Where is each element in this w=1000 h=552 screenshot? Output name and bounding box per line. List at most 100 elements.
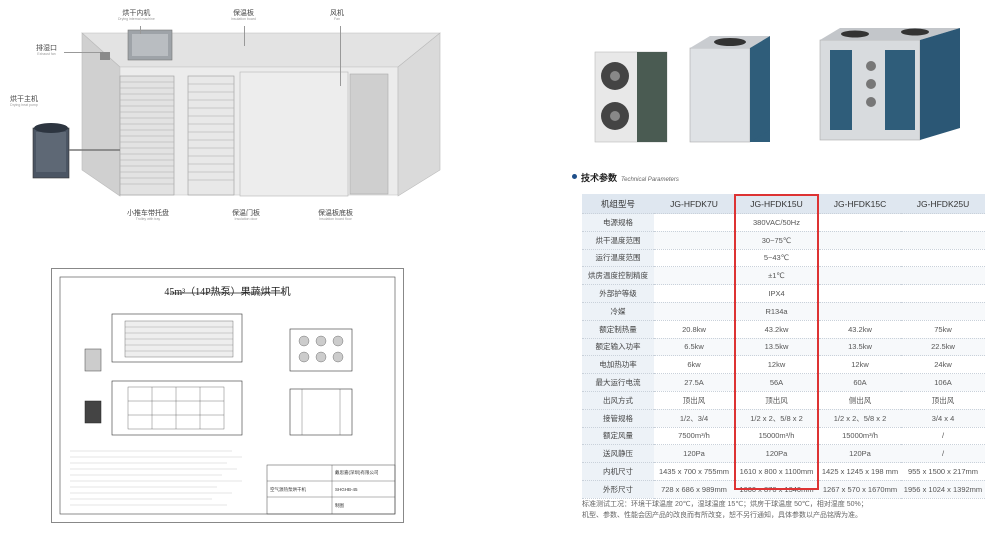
leader-line [140,26,141,34]
table-row: 出风方式顶出风顶出风侧出风顶出风 [582,391,985,410]
table-cell: 106A [901,373,985,392]
row-label: 额定制热量 [582,320,654,339]
table-cell [654,249,734,268]
table-cell: 1600 x 870 x 1340mm [734,480,819,499]
table-cell [901,249,985,268]
stamp-drawn: 制图 [335,502,344,509]
table-cell: ±1℃ [734,266,819,286]
table-cell: 728 x 686 x 989mm [654,480,734,499]
stamp-code: SHGHB-45 [335,487,358,492]
header-cell: JG-HFDK15C [819,194,901,214]
table-cell [654,266,734,286]
row-label: 电源规格 [582,213,654,232]
drawing-lines: 戴思嘉(深圳)有限公司 空气源热泵烘干机 SHGHB-45 制图 [59,276,396,515]
header-cell: JG-HFDK15U [734,194,819,214]
table-cell: 1267 x 570 x 1670mm [819,480,901,499]
row-label: 烘干温度范围 [582,231,654,250]
drying-room-render [32,29,441,197]
table-header-row: 机组型号 JG-HFDK7U JG-HFDK15U JG-HFDK15C JG-… [582,194,985,214]
footnote-line: 标准测试工况：环境干球温度 20℃，湿球温度 15℃；烘房干球温度 50℃，相对… [582,501,868,508]
table-cell: 5~43℃ [734,249,819,268]
product-unit-7u [594,51,668,143]
product-unit-25u [819,28,960,141]
table-cell: 1610 x 800 x 1100mm [734,462,819,481]
drying-room-illustration [0,0,470,240]
row-label: 冷媒 [582,302,654,321]
header-cell: JG-HFDK25U [901,194,985,214]
stamp-product: 空气源热泵烘干机 [270,486,306,493]
table-cell [654,213,734,232]
table-cell: 120Pa [819,444,901,464]
table-cell: 顶出风 [901,391,985,410]
table-cell: 1/2 x 2、5/8 x 2 [734,409,819,428]
table-cell: 955 x 1500 x 217mm [901,462,985,481]
row-label: 最大运行电流 [582,373,654,392]
table-cell: 13.5kw [819,338,901,357]
table-cell: 43.2kw [819,320,901,339]
table-cell: 30~75℃ [734,231,819,250]
table-cell [654,302,734,321]
row-label: 出风方式 [582,391,654,410]
row-label: 额定输入功率 [582,338,654,357]
table-cell [901,302,985,321]
table-cell [819,231,901,250]
table-cell [819,302,901,321]
table-cell: 1/2、3/4 [654,409,734,428]
table-cell [819,249,901,268]
table-cell: R134a [734,302,819,321]
table-cell: IPX4 [734,284,819,303]
table-cell [654,284,734,303]
table-cell: 1/2 x 2、5/8 x 2 [819,409,901,428]
table-cell: 顶出风 [734,391,819,410]
table-cell [819,284,901,303]
table-row: 烘房温度控制精度±1℃ [582,266,985,286]
table-cell: 1425 x 1245 x 198 mm [819,462,901,481]
table-cell: 13.5kw [734,338,819,357]
table-cell: / [901,444,985,464]
table-cell: 56A [734,373,819,392]
leader-line [340,26,341,86]
table-cell: 侧出风 [819,391,901,410]
row-label: 额定风量 [582,427,654,446]
footnote-line: 机型、参数、性能会因产品的改良而有所改变，恕不另行通知，具体参数以产品铭牌为准。 [582,512,862,519]
header-cell: JG-HFDK7U [654,194,734,214]
table-row: 烘干温度范围 30~75℃ [582,231,985,250]
row-label: 运行温度范围 [582,249,654,268]
table-cell: 7500m³/h [654,427,734,446]
table-cell: / [901,427,985,446]
table-cell: 75kw [901,320,985,339]
header-cell: 机组型号 [582,194,654,214]
table-cell: 顶出风 [654,391,734,410]
params-table: 机组型号 JG-HFDK7U JG-HFDK15U JG-HFDK15C JG-… [582,194,985,499]
table-cell: 6kw [654,355,734,375]
table-cell: 15000m³/h [734,427,819,446]
table-cell: 1956 x 1024 x 1392mm [901,480,985,499]
product-photos [594,28,960,143]
table-cell [901,213,985,232]
stamp-company: 戴思嘉(深圳)有限公司 [335,469,379,476]
table-cell: 12kw [734,355,819,375]
table-cell [819,213,901,232]
technical-drawing: 45m³（14P热泵）果蔬烘干机 [51,268,404,523]
table-cell [654,231,734,250]
table-cell: 120Pa [734,444,819,464]
table-cell: 15000m³/h [819,427,901,446]
